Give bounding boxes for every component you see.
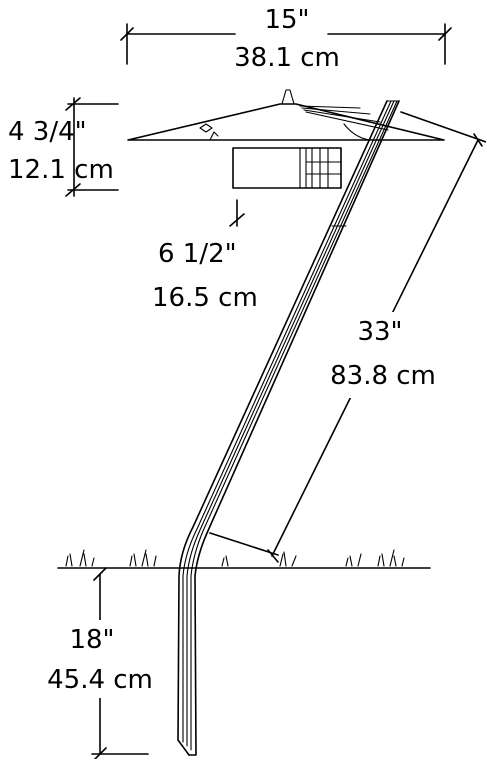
arm-length-imperial-label: 33" <box>357 317 402 347</box>
lamp-shade <box>127 89 445 141</box>
width-metric-label: 38.1 cm <box>234 43 340 73</box>
lamp-housing <box>232 147 342 189</box>
lamp-drop-imperial-label: 6 1/2" <box>158 239 237 269</box>
post-arm <box>177 100 400 756</box>
lamp-drop-metric-label: 16.5 cm <box>152 283 258 313</box>
width-imperial-label: 15" <box>264 5 309 35</box>
shade-height-imperial-label: 4 3/4" <box>8 117 87 147</box>
shade-height-metric-label: 12.1 cm <box>8 155 114 185</box>
shade-height-dimension: 4 3/4" 12.1 cm <box>8 97 119 197</box>
width-dimension: 15" 38.1 cm <box>120 5 452 73</box>
ground <box>57 549 431 569</box>
arm-length-dimension: 33" 83.8 cm <box>209 111 486 563</box>
stake-depth-imperial-label: 18" <box>69 625 114 655</box>
lamp-drop-dimension: 6 1/2" 16.5 cm <box>152 199 258 313</box>
stake-depth-metric-label: 45.4 cm <box>47 665 153 695</box>
arm-length-metric-label: 83.8 cm <box>330 361 436 391</box>
stake-depth-dimension: 18" 45.4 cm <box>36 567 166 759</box>
